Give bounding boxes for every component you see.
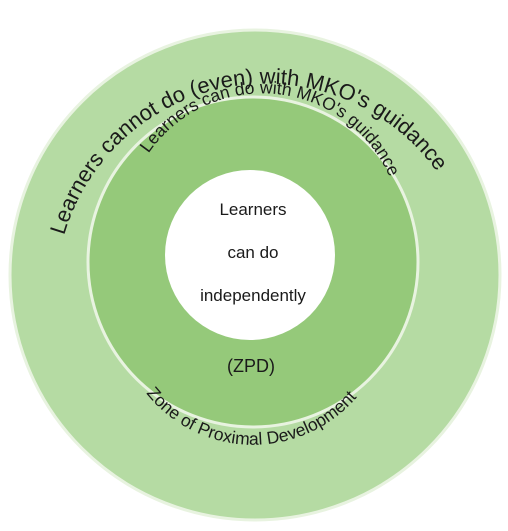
inner-circle xyxy=(165,170,335,340)
inner-label-line-1: Learners xyxy=(219,200,286,219)
inner-label-line-2: can do xyxy=(227,243,278,262)
zpd-abbreviation: (ZPD) xyxy=(227,356,275,376)
inner-label-line-3: independently xyxy=(200,286,306,305)
